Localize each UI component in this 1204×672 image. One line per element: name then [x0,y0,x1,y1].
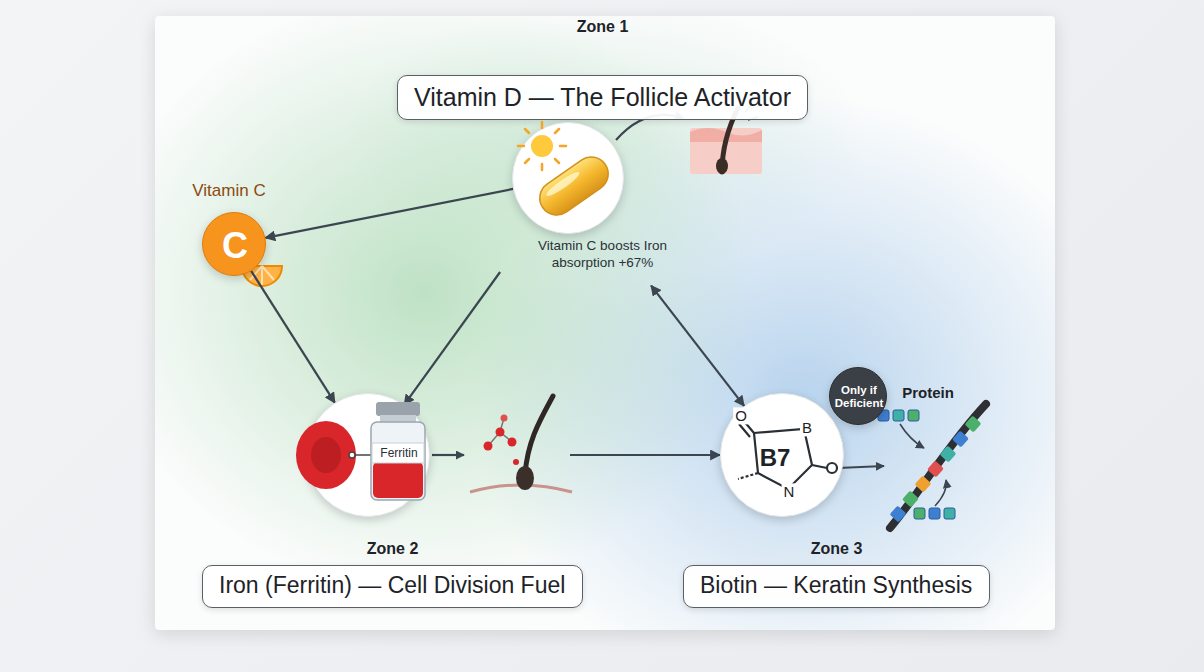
iron-hair-follicle [432,396,572,492]
zone-title-box: Zone 3Biotin — Keratin Synthesis [683,565,990,608]
connector-arrow [404,272,500,405]
connector-arrow [651,286,744,406]
chain-segment [915,476,932,493]
biotin-molecule [738,420,837,489]
vial-label: Ferritin [380,447,417,461]
chain-segment [965,416,982,433]
badge-text: Only if Deficient [832,384,886,410]
atom-label: B [800,419,814,436]
zone-title: Vitamin D — The Follicle Activator [414,82,791,112]
protein-label: Protein [902,384,954,403]
icon-letter: C [222,225,248,266]
ferritin-icons [296,402,425,500]
chain-segment [890,506,907,523]
iron-circle: Ferritin [306,393,430,517]
molecule-name: B7 [760,444,791,472]
chain-segment [940,446,957,463]
atom-label: N [782,483,797,500]
chain-segment [902,491,919,508]
vitamin-c-circle: Vitamin CC [202,212,266,276]
vitamin-d-circle [512,122,624,234]
zone-title-box: Zone 2Iron (Ferritin) — Cell Division Fu… [202,565,583,608]
connector-arrow [251,271,335,403]
connector-arrow [265,189,513,238]
icon-heading: Vitamin C [192,181,265,201]
vitamin-d-capsule [518,122,615,222]
zone-title: Biotin — Keratin Synthesis [700,572,972,600]
chain-segments [890,416,982,523]
zone-title-box: Zone 1Vitamin D — The Follicle Activator [397,75,808,120]
zone-label: Zone 1 [577,18,629,36]
annotation-note: Vitamin C boosts Iron absorption +67% [535,238,670,272]
atom-label: O [733,407,749,424]
chain-segment [952,431,969,448]
zone-title: Iron (Ferritin) — Cell Division Fuel [219,572,565,600]
connector-arrow [570,454,720,456]
biotin-circle: OBB7NOnly if Deficient [720,393,844,517]
zone-label: Zone 2 [367,540,419,558]
chain-segment [927,461,944,478]
badge-circle: Only if Deficient [829,367,887,425]
zone-label: Zone 3 [811,540,863,558]
